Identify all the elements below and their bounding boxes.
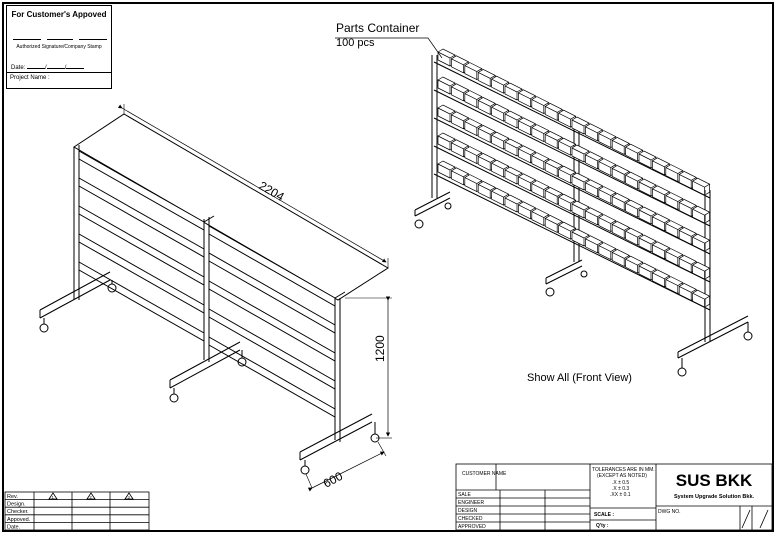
shelf-rail <box>433 173 711 311</box>
role-engineer: ENGINEER <box>458 500 485 506</box>
rev-symbol: 1 <box>52 495 55 500</box>
dwg-no-label: DWG NO. <box>658 509 681 515</box>
parts-bin <box>692 177 711 196</box>
parts-bin <box>491 131 510 150</box>
parts-bin <box>544 131 563 149</box>
customer-name-label: CUSTOMER NAME <box>462 471 507 477</box>
role-approved: APPROVED <box>458 524 486 530</box>
depth-dimension: 600 <box>321 469 346 491</box>
shelf-rail <box>433 61 711 199</box>
signature-label: Authorized Signature/Company Stamp <box>16 44 102 50</box>
scale-label: SCALE : <box>594 512 614 518</box>
role-sale: SALE <box>458 492 471 498</box>
qty-label: Q'ty : <box>596 523 609 529</box>
revision-block <box>4 491 150 531</box>
parts-bin <box>692 261 711 280</box>
date-field: Date: // <box>11 63 85 71</box>
parts-container-qty: 100 pcs <box>336 37 375 49</box>
shelf-rail <box>433 117 711 255</box>
signature-line <box>47 39 73 40</box>
tolerance-row: .X ± 0.5 <box>612 480 629 486</box>
parts-container-label: Parts Container <box>336 21 419 35</box>
parts-bin <box>558 137 577 156</box>
rev-row-label: Rev. <box>7 494 18 500</box>
shelf-rail <box>433 89 711 227</box>
rev-row-label: Appoved. <box>7 517 31 523</box>
rev-symbol: 2 <box>90 495 93 500</box>
approval-title: For Customer's Appoved <box>11 10 107 19</box>
company-subtitle: System Upgrade Solution Bkk. <box>674 494 755 500</box>
parts-bin <box>571 116 590 135</box>
role-checked: CHECKED <box>458 516 483 522</box>
rev-row-label: Checker. <box>7 509 29 515</box>
tolerance-row: .X ± 0.3 <box>612 486 629 492</box>
parts-bin <box>518 89 537 108</box>
tolerance-row: .XX ± 0.1 <box>610 492 631 498</box>
customer-approval-box: For Customer's Appoved Authorized Signat… <box>6 5 112 89</box>
rack-front-view <box>335 37 753 377</box>
tolerance-subtitle: (EXCEPT AS NOTED) <box>597 473 647 479</box>
rev-row-label: Date. <box>7 524 21 530</box>
project-name-label: Project Name : <box>10 75 50 81</box>
rev-symbol: 3 <box>128 495 131 500</box>
parts-bin <box>611 193 630 211</box>
signature-line <box>13 39 41 40</box>
parts-bin <box>692 289 711 308</box>
parts-bin <box>518 145 537 164</box>
tolerance-title: TOLERANCES ARE IN MM. <box>592 467 655 473</box>
height-dimension: 1200 <box>373 335 387 362</box>
parts-bin <box>652 241 671 260</box>
shelf-rail <box>433 145 711 283</box>
parts-bin <box>692 205 711 224</box>
role-design: DESIGN <box>458 508 478 514</box>
parts-bin <box>692 233 711 252</box>
company-name: SUS BKK <box>676 471 753 490</box>
signature-line <box>79 39 107 40</box>
view-label: Show All (Front View) <box>527 372 632 384</box>
date-label: Date: <box>11 65 26 71</box>
rev-row-label: Design. <box>7 502 26 508</box>
title-block <box>455 463 773 531</box>
parts-bin <box>611 165 630 183</box>
parts-bin <box>491 103 510 122</box>
customer-name-text: CUSTOMER NAME <box>462 471 507 477</box>
rack-isometric-view <box>39 104 392 492</box>
